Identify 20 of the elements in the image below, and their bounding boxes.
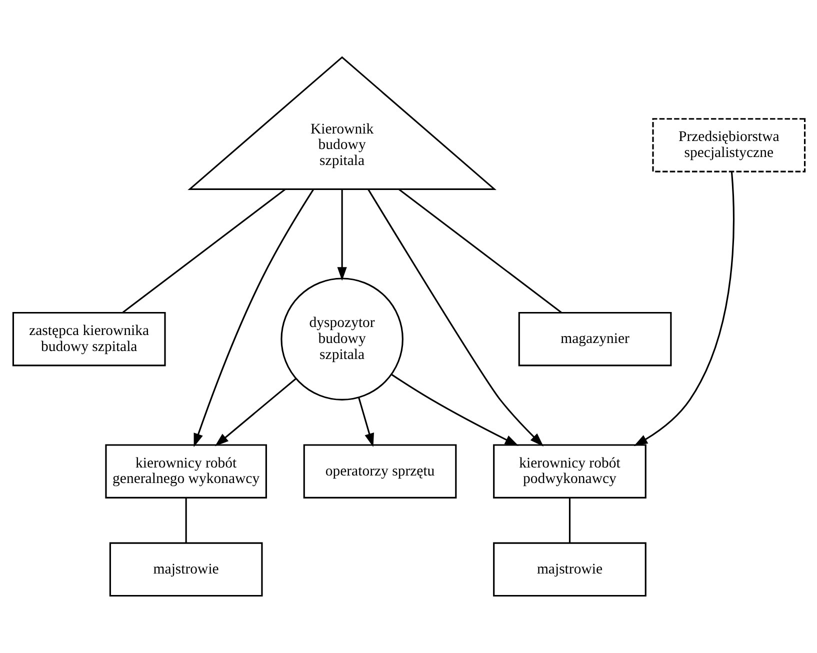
arrow: [390, 374, 518, 446]
node-box: majstrowie: [108, 542, 262, 597]
arrow: [214, 378, 296, 446]
arrow: [633, 172, 734, 446]
node-box: zastępca kierownika budowy szpitala: [12, 312, 166, 366]
node-box: kierownicy robót podwykonawcy: [492, 444, 646, 498]
arrow: [367, 188, 544, 446]
connector: [568, 498, 570, 543]
arrow: [336, 189, 346, 281]
node-box: majstrowie: [492, 542, 646, 597]
node-box: operatorzy sprzętu: [302, 444, 456, 498]
node-box: Przedsiębiorstwa specjalistyczne: [652, 118, 806, 172]
connector: [184, 498, 186, 543]
node-box: magazynier: [518, 312, 672, 366]
arrow: [358, 397, 374, 448]
connector: [398, 188, 562, 314]
node-circle: dyspozytor budowy szpitala: [280, 278, 403, 400]
arrow: [193, 188, 314, 448]
node-box: kierownicy robót generalnego wykonawcy: [104, 444, 266, 498]
connector: [122, 188, 286, 314]
